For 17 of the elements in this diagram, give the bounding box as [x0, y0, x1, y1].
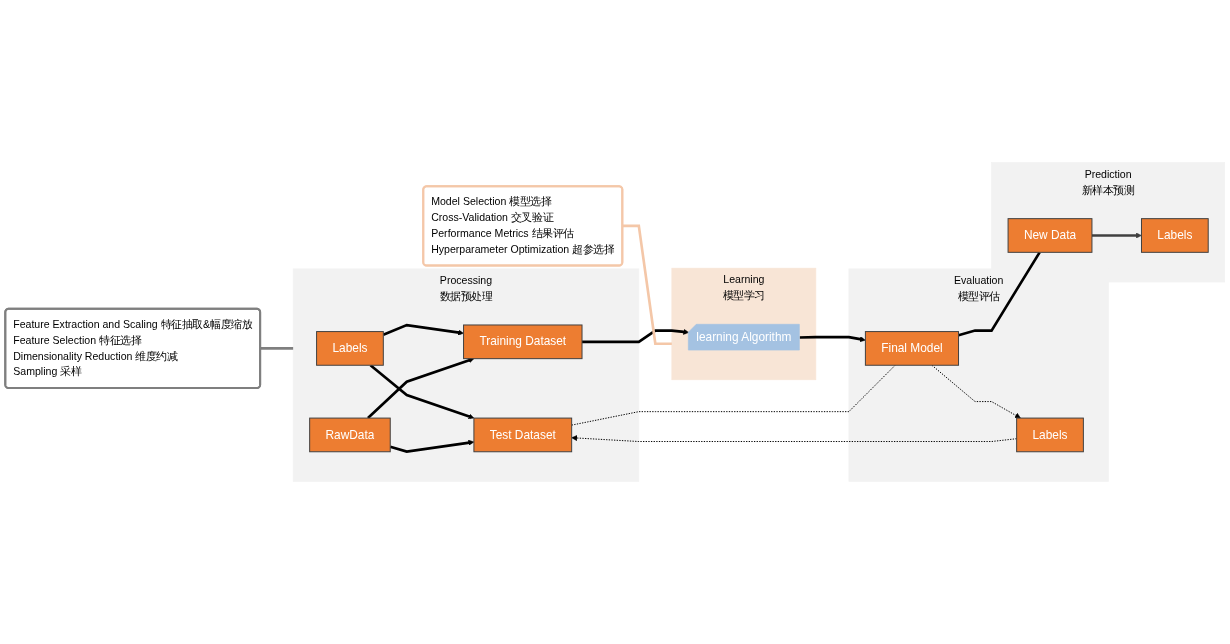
arrow: [1091, 232, 1142, 239]
node-box: RawData: [309, 417, 391, 453]
arrow: [389, 439, 475, 453]
arrow: [582, 329, 690, 344]
node-box: New Data: [1007, 218, 1093, 253]
arrow: [799, 335, 866, 343]
connector: [958, 251, 1041, 337]
node-box: Labels: [1016, 417, 1084, 453]
node-box: Final Model: [864, 331, 960, 366]
node-box: Labels: [1141, 218, 1209, 253]
connector: [622, 224, 672, 346]
node-box: Training Dataset: [463, 324, 583, 360]
node-box: Labels: [316, 331, 384, 366]
arrow: [382, 323, 464, 336]
node-box: Test Dataset: [473, 417, 573, 453]
connector: [260, 347, 294, 350]
connector: [571, 364, 896, 426]
